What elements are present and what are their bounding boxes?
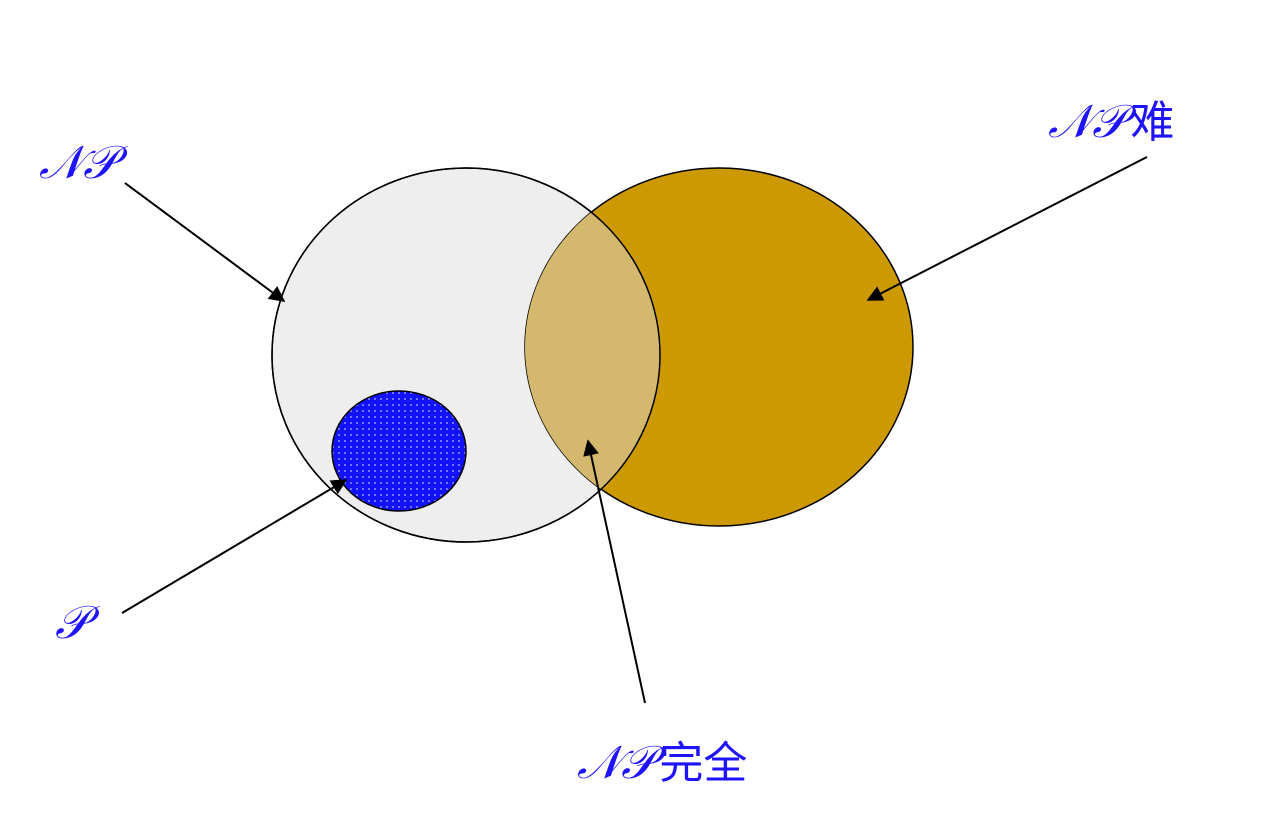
np-complete-label-suffix: 完全 — [659, 738, 747, 789]
np-label: 𝒩𝒫 — [39, 135, 128, 189]
np-hard-arrow — [866, 156, 1148, 301]
np-hard-label-prefix: 𝒩𝒫 — [1048, 94, 1137, 148]
np-circle-outline-over-overlap — [271, 167, 661, 543]
np-complete-label: 𝒩𝒫 完全 — [577, 735, 747, 789]
np-complete-label-prefix: 𝒩𝒫 — [577, 735, 666, 789]
p-region — [331, 390, 467, 512]
np-hard-label-suffix: 难 — [1130, 97, 1174, 148]
p-label: 𝒫 — [55, 595, 100, 649]
np-arrow — [124, 182, 286, 302]
np-complete-arrow — [583, 439, 646, 704]
np-complete-overlap — [525, 168, 660, 526]
p-arrow — [121, 479, 348, 614]
np-hard-label: 𝒩𝒫 难 — [1048, 94, 1174, 148]
